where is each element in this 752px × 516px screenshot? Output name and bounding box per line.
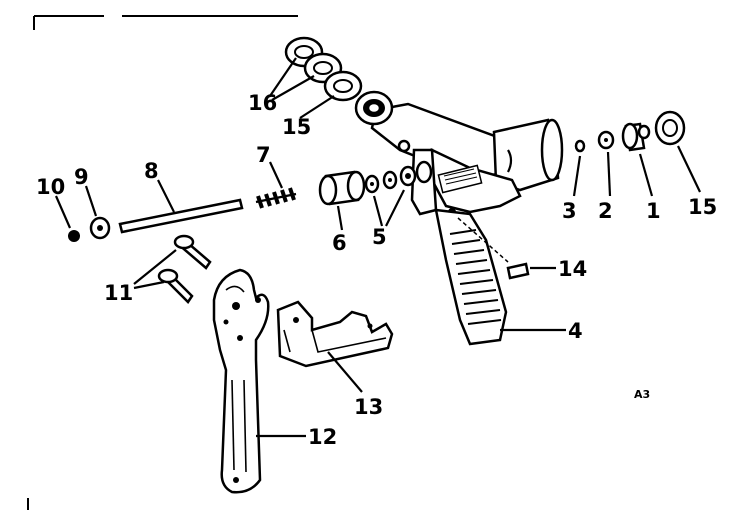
lever-handle-part-12 xyxy=(212,268,306,494)
nut-part-3 xyxy=(572,139,586,197)
label-part-4: 4 xyxy=(568,319,583,343)
label-part-5: 5 xyxy=(372,225,387,249)
label-part-6: 6 xyxy=(332,231,347,255)
label-part-15-right: 15 xyxy=(688,195,717,219)
ring-part-15-right xyxy=(654,110,701,193)
label-part-13: 13 xyxy=(354,395,383,419)
part-number-labels: 16 15 7 8 10 9 11 6 5 3 2 1 15 14 4 13 1… xyxy=(36,91,717,449)
rings-part-16-and-15 xyxy=(269,36,363,119)
label-part-11: 11 xyxy=(104,281,133,305)
frame-marks xyxy=(27,15,298,510)
label-part-2: 2 xyxy=(598,199,613,223)
label-part-8: 8 xyxy=(144,159,159,183)
cap-part-1 xyxy=(621,122,654,197)
label-part-12: 12 xyxy=(308,425,337,449)
pins-part-11 xyxy=(133,234,212,304)
label-part-14: 14 xyxy=(558,257,587,281)
label-part-16: 16 xyxy=(248,91,277,115)
rod-part-8 xyxy=(118,179,244,234)
gun-body-housing xyxy=(354,90,564,216)
washer-part-9 xyxy=(84,185,111,240)
trigger-lever-part-4 xyxy=(434,208,566,346)
label-part-7: 7 xyxy=(256,143,271,167)
spring-part-7 xyxy=(255,161,297,209)
corner-code: A3 xyxy=(634,388,650,401)
washers-part-5 xyxy=(364,160,433,227)
pin-part-14 xyxy=(457,217,556,280)
label-part-3: 3 xyxy=(562,199,577,223)
label-part-1: 1 xyxy=(646,199,661,223)
label-part-9: 9 xyxy=(74,165,89,189)
nut-part-10 xyxy=(54,195,80,242)
label-part-15-top: 15 xyxy=(282,115,311,139)
washer-part-2 xyxy=(597,130,615,197)
bracket-part-13 xyxy=(276,300,394,393)
bushing-part-6 xyxy=(318,170,366,231)
label-part-10: 10 xyxy=(36,175,65,199)
